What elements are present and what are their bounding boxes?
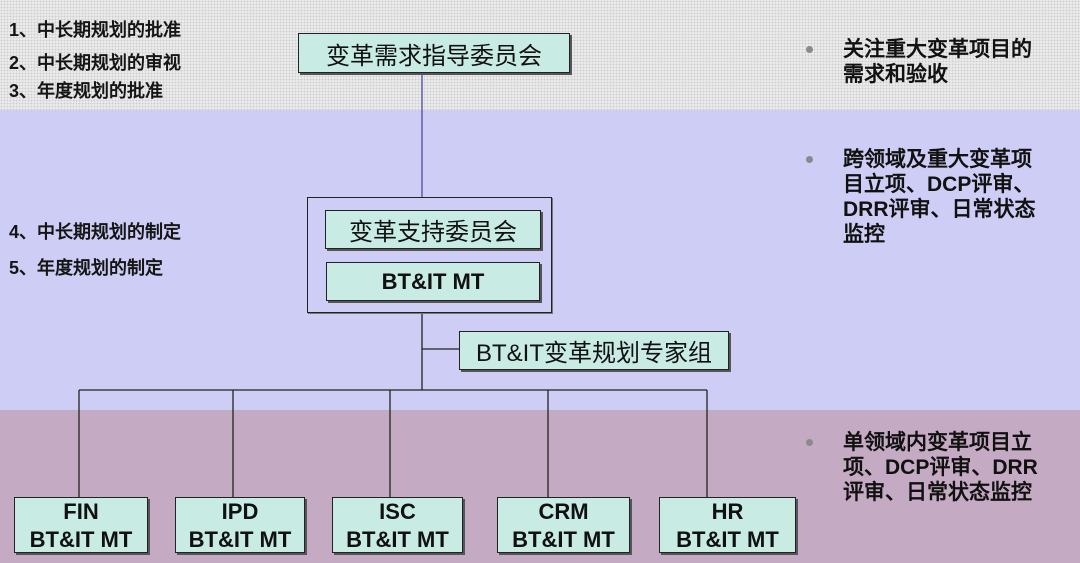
right-note-text: 单领域内变革项目立 项、DCP评审、DRR 评审、日常状态监控 [843, 430, 1038, 505]
right-note-text: 关注重大变革项目的 需求和验收 [843, 37, 1032, 87]
domain-team: BT&IT MT [346, 527, 449, 552]
right-note-line: 跨领域及重大变革项 [843, 148, 1032, 171]
left-note-2: 2、中长期规划的审视 [9, 53, 182, 73]
bullet-icon [806, 156, 813, 163]
support-committee-box: 变革支持委员会 [325, 210, 541, 249]
right-note-line: 单领域内变革项目立 [843, 431, 1032, 454]
domain-box-hr: HR BT&IT MT [659, 497, 796, 553]
domain-name: CRM [538, 499, 589, 524]
right-note-line: 项、DCP评审、DRR [843, 456, 1038, 479]
steering-committee-box: 变革需求指导委员会 [298, 33, 570, 73]
right-note-line: 需求和验收 [843, 63, 948, 86]
btit-mt-box: BT&IT MT [326, 262, 540, 301]
right-note-text: 跨领域及重大变革项 目立项、DCP评审、 DRR评审、日常状态 监控 [843, 147, 1036, 247]
left-note-5: 5、年度规划的制定 [9, 258, 164, 278]
domain-box-crm: CRM BT&IT MT [497, 497, 630, 553]
domain-team: BT&IT MT [512, 527, 615, 552]
domain-name: FIN [63, 499, 99, 524]
domain-team: BT&IT MT [676, 527, 779, 552]
bullet-icon [806, 46, 813, 53]
domain-box-ipd: IPD BT&IT MT [175, 497, 305, 553]
right-note-line: 目立项、DCP评审、 [843, 173, 1035, 196]
right-note-line: DRR评审、日常状态 [843, 198, 1036, 221]
bullet-icon [806, 439, 813, 446]
domain-name: IPD [221, 499, 259, 524]
right-note-line: 监控 [843, 223, 885, 246]
left-note-4: 4、中长期规划的制定 [9, 222, 182, 242]
domain-team: BT&IT MT [188, 527, 292, 552]
domain-box-fin: FIN BT&IT MT [14, 497, 148, 553]
domain-name: HR [711, 499, 744, 524]
left-note-3: 3、年度规划的批准 [9, 81, 164, 101]
right-note-line: 关注重大变革项目的 [843, 38, 1032, 61]
support-group-frame [307, 197, 552, 313]
domain-name: ISC [379, 499, 416, 524]
right-note-line: 评审、日常状态监控 [843, 481, 1032, 504]
left-note-1: 1、中长期规划的批准 [9, 20, 182, 40]
domain-box-isc: ISC BT&IT MT [332, 497, 463, 553]
domain-team: BT&IT MT [29, 527, 133, 552]
expert-group-box: BT&IT变革规划专家组 [459, 331, 729, 370]
